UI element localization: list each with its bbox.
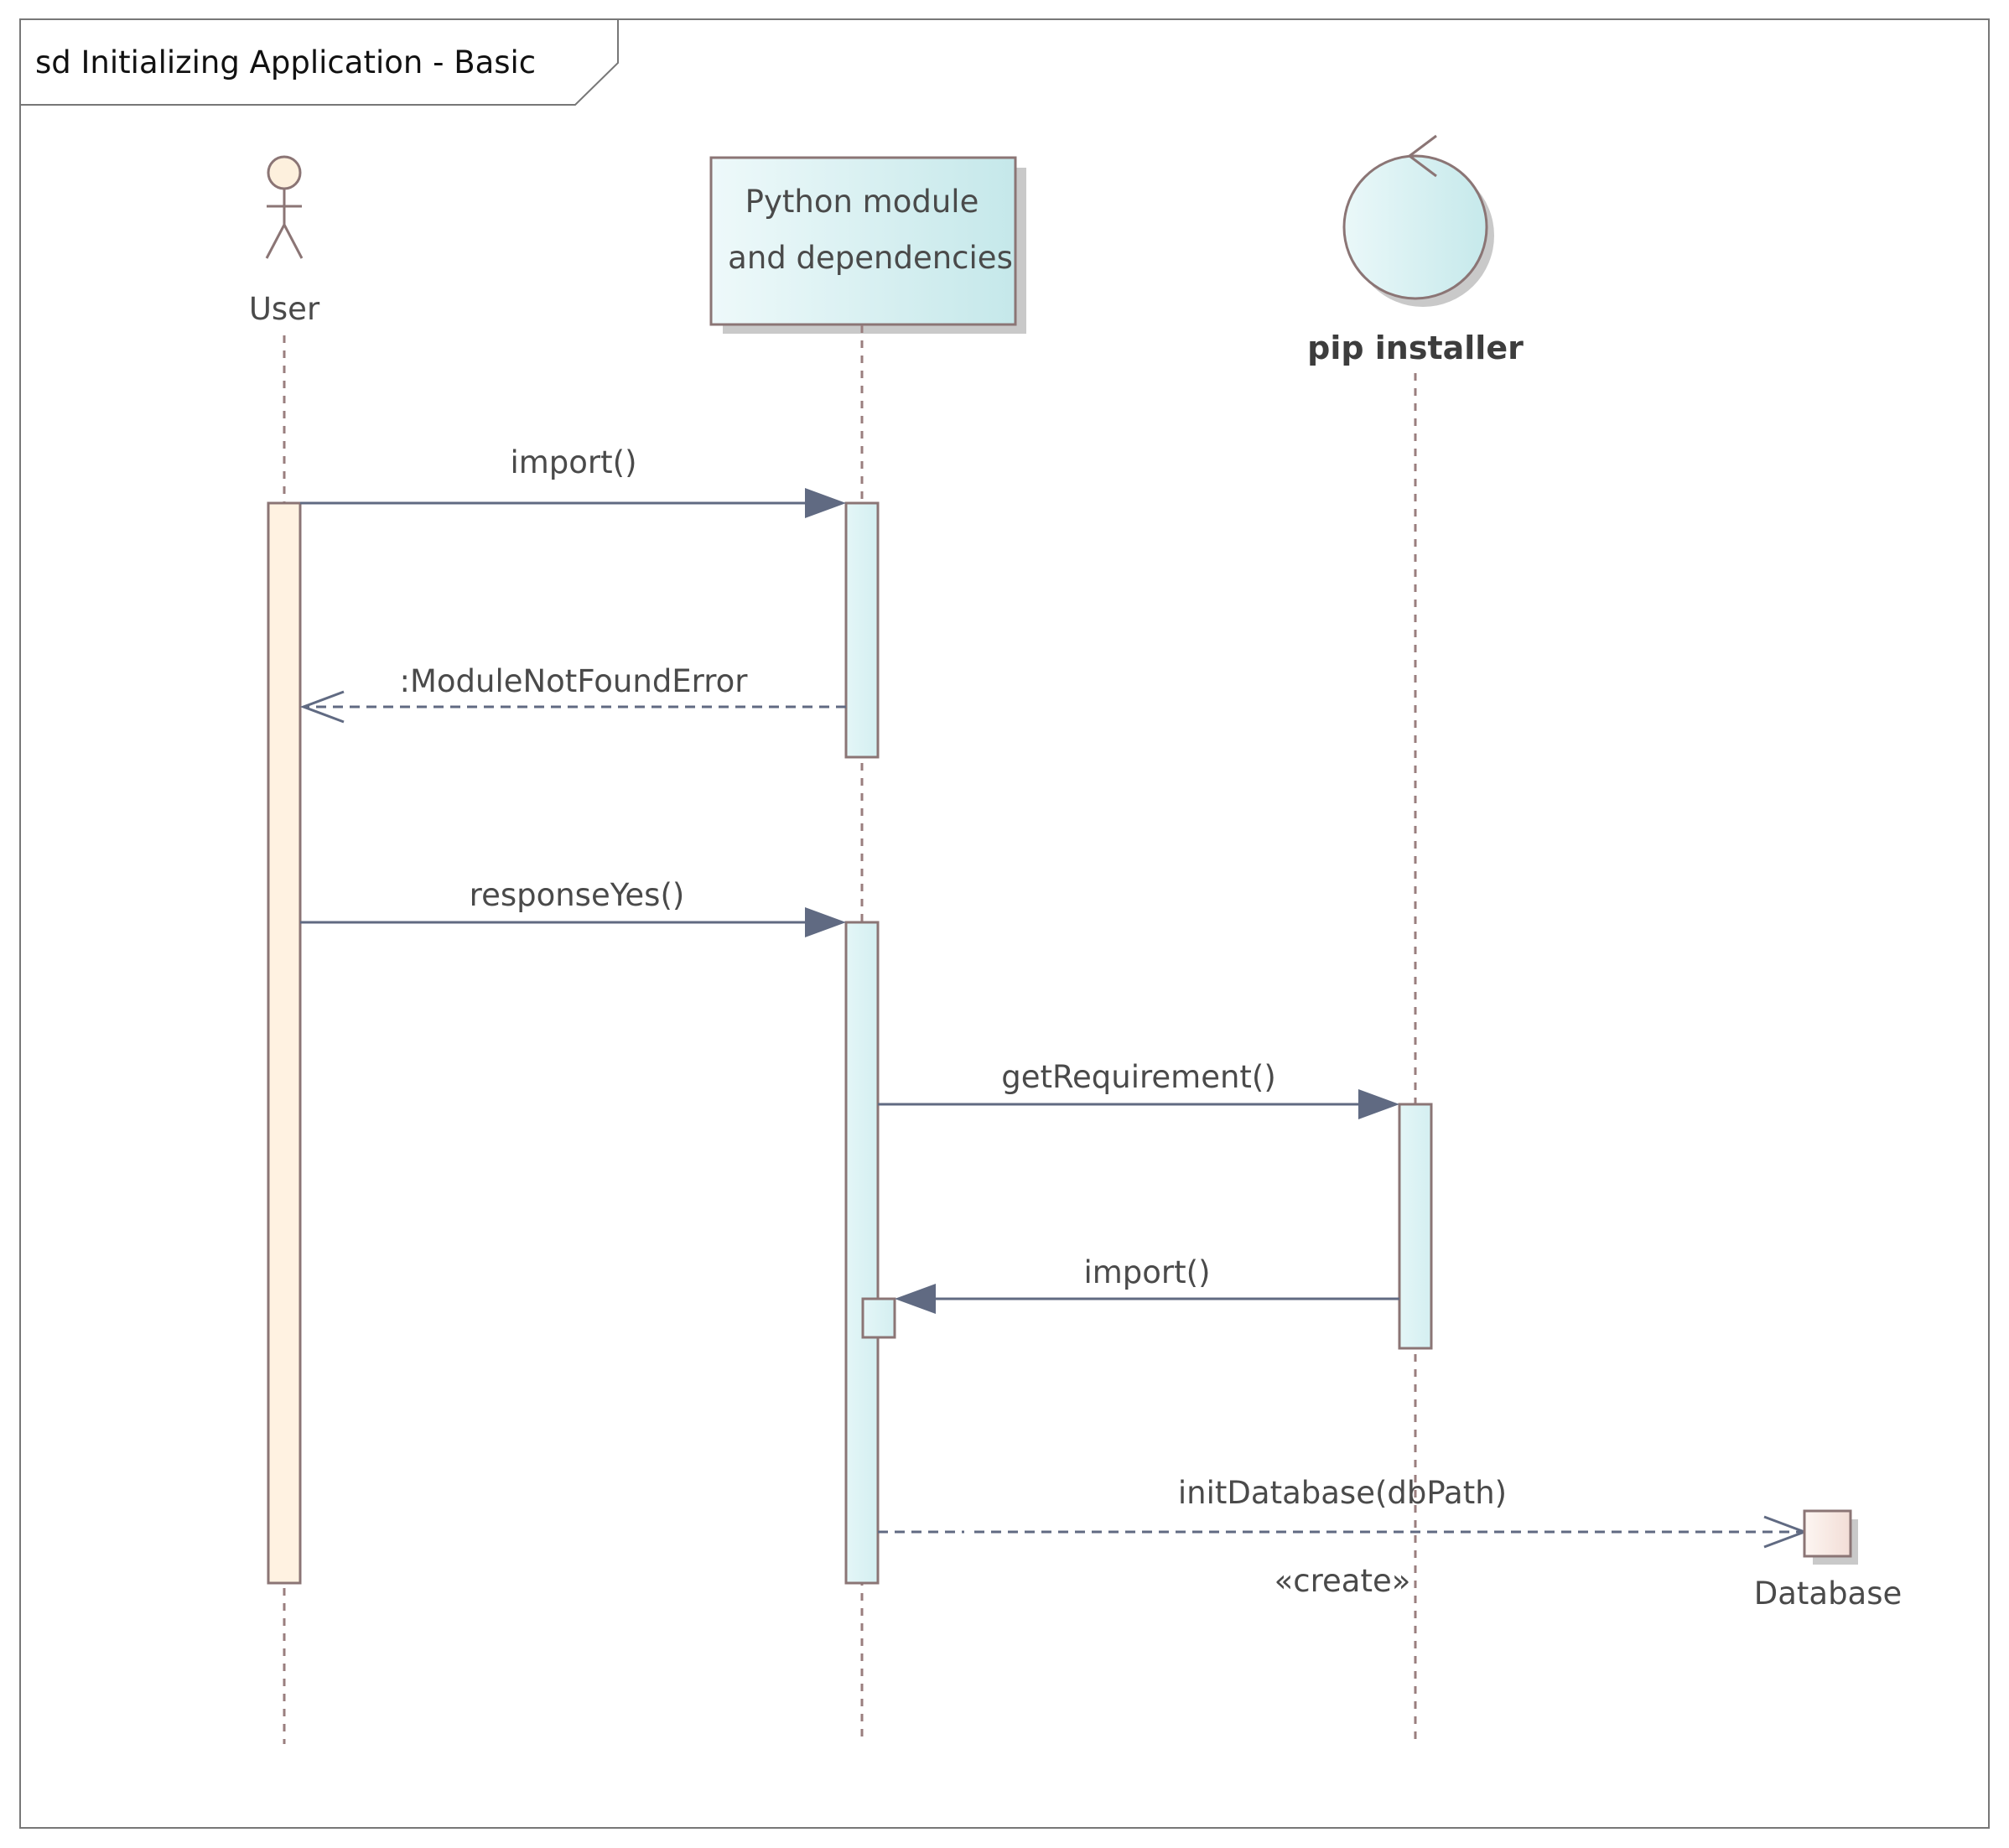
message-create-stereotype: «create»	[1274, 1563, 1411, 1599]
lifeline-user[interactable]: User	[249, 155, 320, 1744]
actor-icon	[265, 155, 304, 259]
python-module-label-line1: Python module	[745, 184, 979, 220]
activation-bar-python-1	[844, 501, 880, 759]
filled-arrowhead-icon	[805, 907, 846, 937]
message-import-back-label: import()	[1083, 1254, 1210, 1290]
database-box	[1803, 1509, 1852, 1558]
activation-bar-python-2	[844, 921, 880, 1585]
message-get-requirement-label: getRequirement()	[1001, 1059, 1276, 1095]
actor-user-label: User	[249, 291, 320, 327]
message-import-back[interactable]: import()	[895, 1254, 1399, 1314]
lifeline-database[interactable]: Database	[1754, 1509, 1903, 1612]
frame-title: sd Initializing Application - Basic	[35, 44, 536, 80]
control-icon	[1342, 154, 1488, 300]
frame-title-tab	[19, 18, 619, 106]
message-import-call[interactable]: import()	[300, 444, 846, 518]
filled-arrowhead-icon	[805, 488, 846, 518]
python-module-box	[709, 156, 1017, 326]
message-module-not-found-label: :ModuleNotFoundError	[399, 663, 748, 699]
message-response-yes[interactable]: responseYes()	[300, 877, 846, 937]
message-get-requirement[interactable]: getRequirement()	[878, 1059, 1399, 1119]
database-label: Database	[1754, 1575, 1903, 1612]
control-arrow-icon	[1407, 134, 1437, 178]
filled-arrowhead-icon	[895, 1284, 936, 1314]
python-module-label-line2: and dependencies	[728, 240, 1013, 276]
filled-arrowhead-icon	[1358, 1089, 1399, 1119]
activation-bar-pip	[1398, 1103, 1433, 1350]
lifeline-pip-installer[interactable]: pip installer	[1307, 134, 1524, 1744]
message-init-database[interactable]: initDatabase(dbPath) «create»	[878, 1475, 1809, 1599]
message-init-database-label: initDatabase(dbPath)	[1178, 1475, 1507, 1511]
activation-bar-python-nested	[861, 1297, 896, 1339]
message-response-yes-label: responseYes()	[470, 877, 685, 913]
message-import-call-label: import()	[510, 444, 636, 480]
pip-installer-label: pip installer	[1307, 330, 1524, 366]
activation-bar-user	[267, 501, 302, 1585]
open-arrowhead-icon	[299, 690, 345, 724]
message-module-not-found[interactable]: :ModuleNotFoundError	[299, 663, 846, 724]
